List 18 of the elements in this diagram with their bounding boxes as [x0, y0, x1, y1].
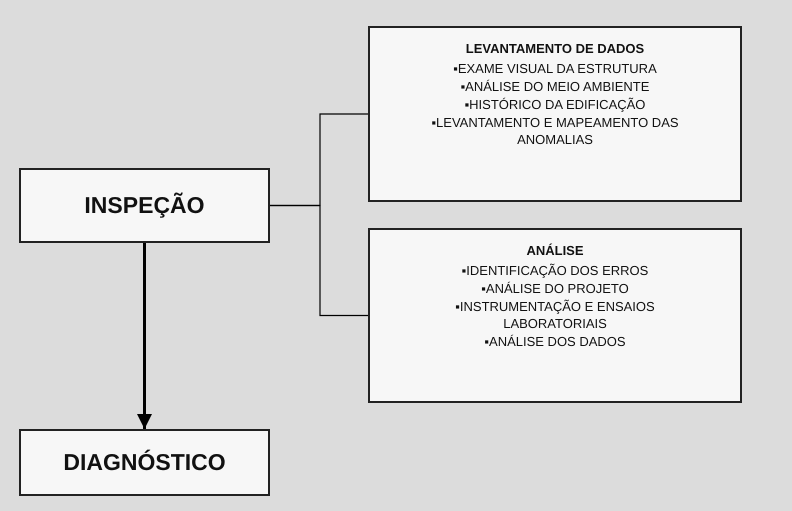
list-box	[368, 26, 742, 202]
box-heading: LEVANTAMENTO DE DADOS	[466, 40, 644, 57]
list-item: ▪ANÁLISE DOS DADOS	[484, 333, 626, 350]
process-box	[19, 168, 270, 243]
list-item: ▪LEVANTAMENTO E MAPEAMENTO DAS ANOMALIAS	[430, 114, 680, 148]
process-box	[19, 429, 270, 496]
list-box	[368, 228, 742, 403]
list-item: ▪HISTÓRICO DA EDIFICAÇÃO	[464, 96, 646, 113]
box-title: DIAGNÓSTICO	[63, 448, 226, 478]
list-item: ▪ANÁLISE DO PROJETO	[481, 280, 629, 297]
list-item: ▪INSTRUMENTAÇÃO E ENSAIOS LABORATORIAIS	[454, 298, 656, 332]
arrow	[137, 243, 152, 429]
list-item: ▪EXAME VISUAL DA ESTRUTURA	[453, 60, 657, 77]
connector-line	[270, 204, 368, 316]
box-heading: ANÁLISE	[526, 242, 584, 259]
box-title: INSPEÇÃO	[84, 191, 205, 220]
list-item: ▪ANÁLISE DO MEIO AMBIENTE	[460, 78, 650, 95]
list-item: ▪IDENTIFICAÇÃO DOS ERROS	[462, 262, 648, 279]
